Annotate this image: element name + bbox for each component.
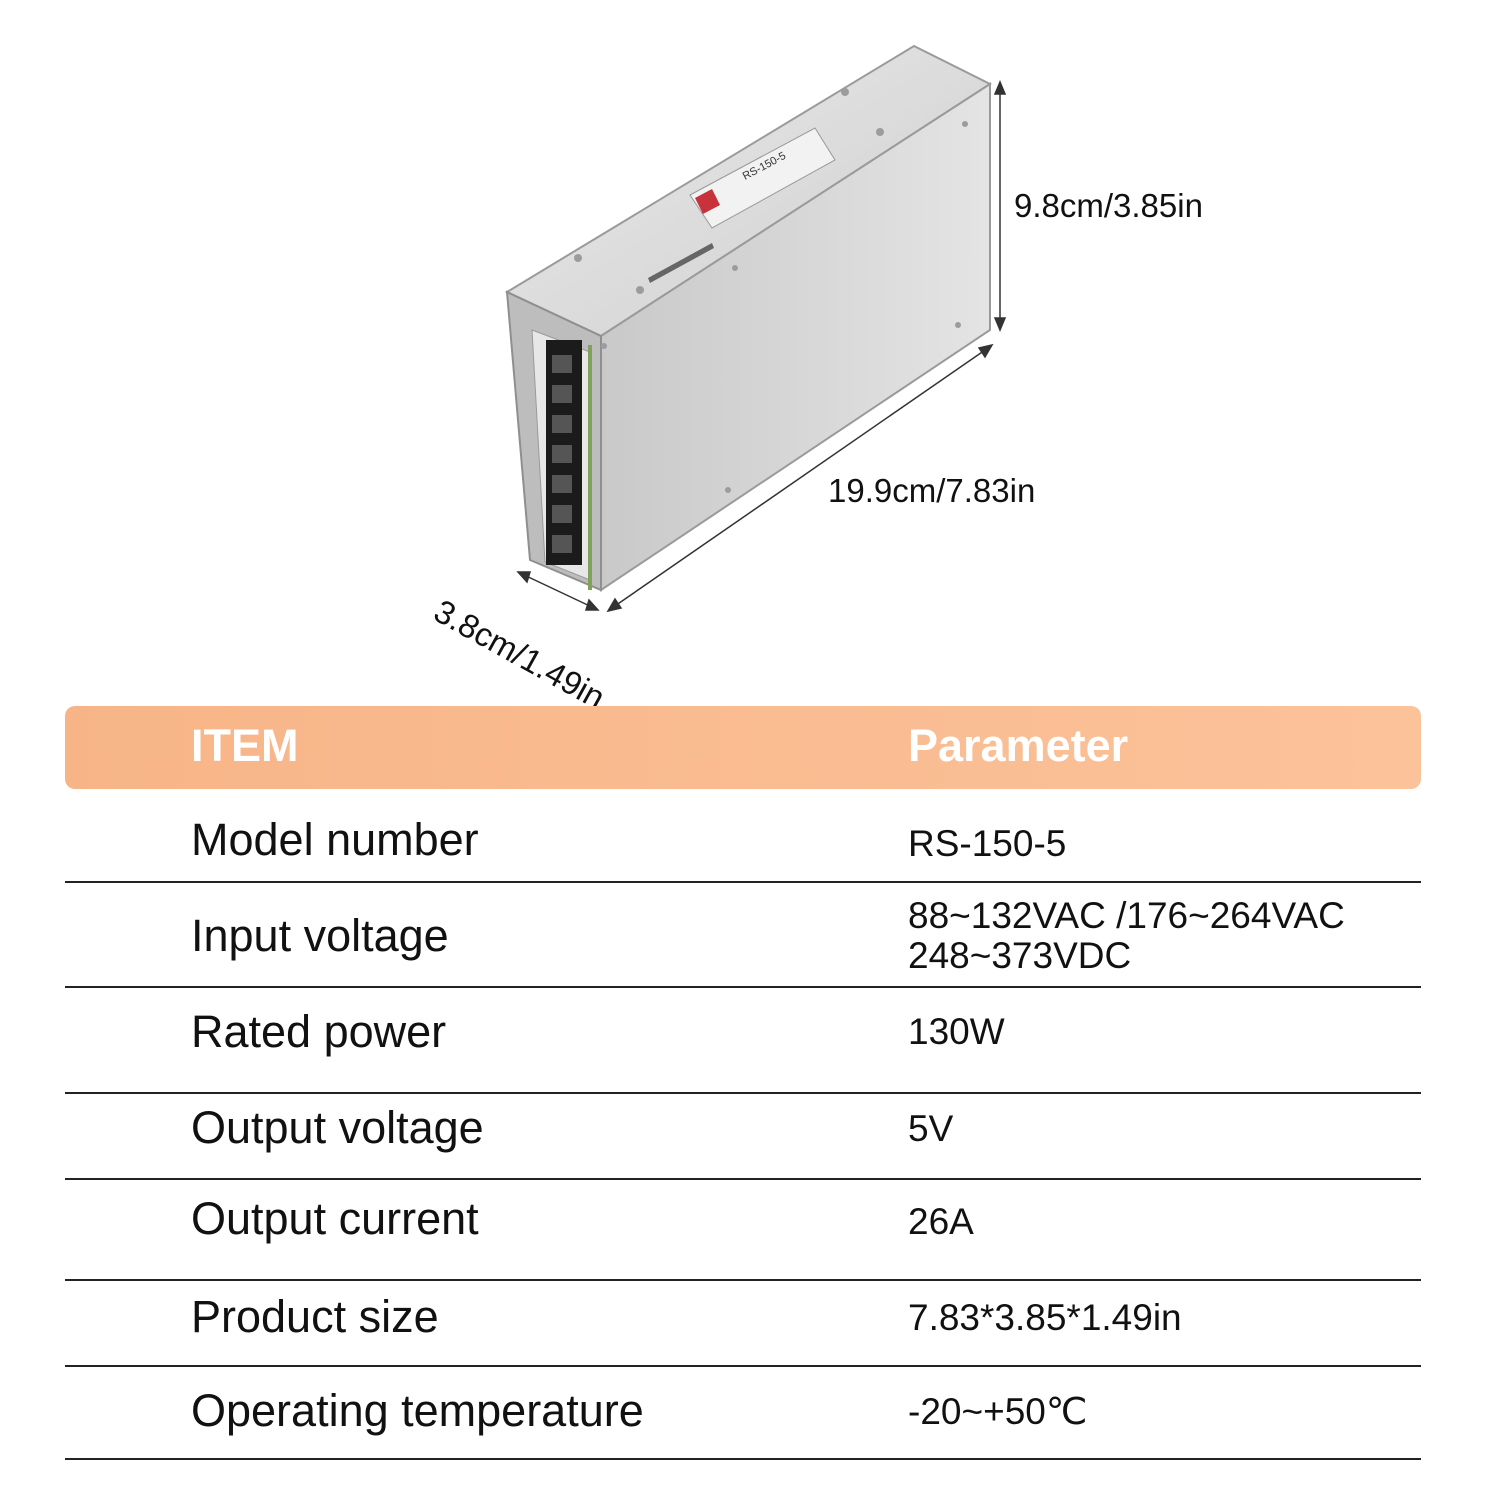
spec-row-output-voltage: Output voltage 5V	[65, 1094, 1421, 1180]
spec-item: Output current	[191, 1193, 479, 1244]
spec-item: Product size	[191, 1291, 439, 1342]
spec-item: Output voltage	[191, 1102, 484, 1153]
spec-row-operating-temperature: Operating temperature -20~+50℃	[65, 1367, 1421, 1460]
spec-row-input-voltage: Input voltage 88~132VAC /176~264VAC 248~…	[65, 883, 1421, 988]
spec-item: Input voltage	[191, 910, 449, 961]
dimension-lines	[516, 80, 1007, 613]
spec-parameter: RS-150-5	[908, 823, 1067, 864]
item-column-header: ITEM	[191, 720, 299, 771]
spec-parameter: 26A	[908, 1201, 974, 1242]
spec-parameter: 7.83*3.85*1.49in	[908, 1297, 1182, 1338]
parameter-column-header: Parameter	[908, 720, 1129, 771]
terminal-block	[546, 340, 582, 565]
spec-row-product-size: Product size 7.83*3.85*1.49in	[65, 1281, 1421, 1367]
spec-item: Rated power	[191, 1006, 447, 1057]
spec-row-output-current: Output current 26A	[65, 1180, 1421, 1281]
spec-row-model-number: Model number RS-150-5	[65, 789, 1421, 883]
spec-item: Model number	[191, 814, 479, 865]
spec-table-header: ITEM Parameter	[65, 706, 1421, 789]
height-dimension-label: 9.8cm/3.85in	[1014, 187, 1203, 224]
spec-sticker: RS-150-5	[648, 127, 836, 283]
spec-row-rated-power: Rated power 130W	[65, 988, 1421, 1094]
spec-parameter: 5V	[908, 1108, 954, 1149]
spec-parameter: 130W	[908, 1011, 1005, 1052]
spec-parameter: 88~132VAC /176~264VAC 248~373VDC	[908, 895, 1345, 976]
spec-table: ITEM Parameter Model number RS-150-5 Inp…	[65, 706, 1421, 1460]
product-figure: RS-150-5 9.8cm/3.85in 19.9cm/7.83in 3.8c…	[0, 0, 1500, 716]
spec-parameter: -20~+50℃	[908, 1391, 1088, 1432]
length-dimension-label: 19.9cm/7.83in	[828, 472, 1036, 509]
spec-item: Operating temperature	[191, 1385, 644, 1436]
power-supply-illustration: RS-150-5	[504, 44, 1007, 613]
